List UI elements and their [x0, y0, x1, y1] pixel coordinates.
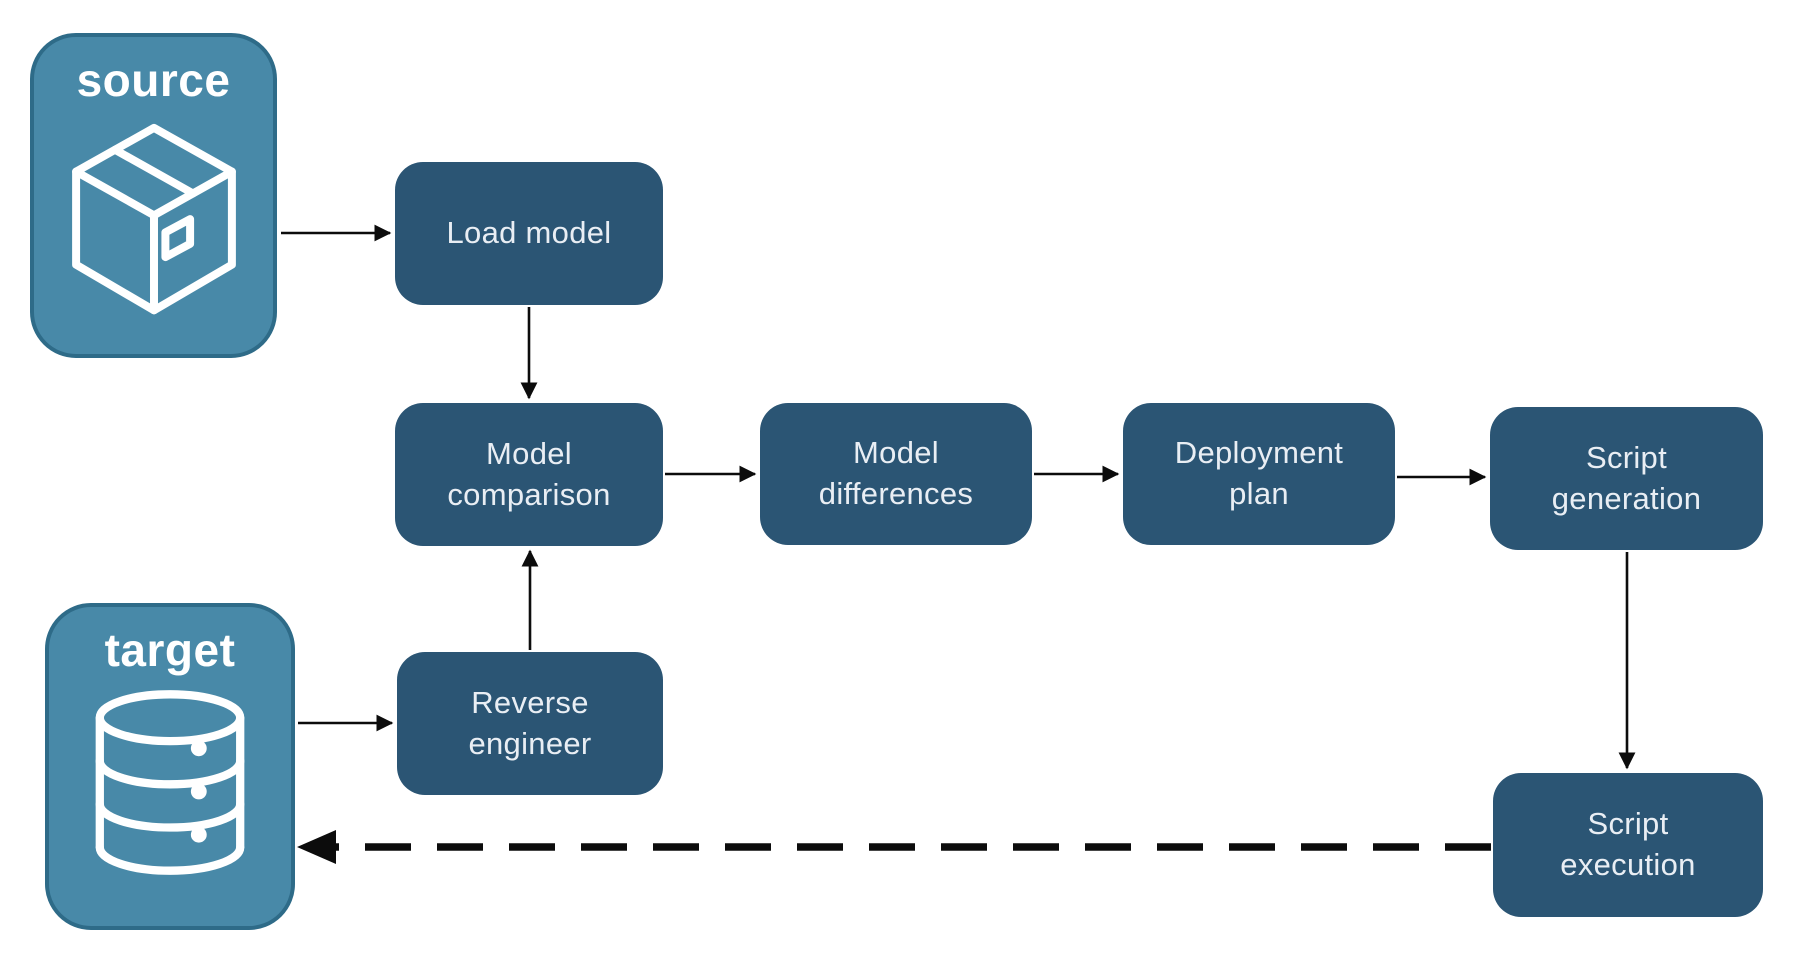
node-script-generation-label-line1: Script — [1585, 439, 1668, 475]
node-model-comparison-label-line2: comparison — [447, 476, 611, 512]
node-reverse-engineer: Reverse engineer — [397, 652, 663, 795]
node-model-differences-label-line1: Model — [853, 435, 939, 471]
package-icon — [71, 123, 236, 315]
node-model-differences: Model differences — [760, 403, 1032, 545]
database-icon — [95, 690, 245, 875]
node-reverse-engineer-label-line2: engineer — [468, 725, 592, 761]
node-deployment-plan-label-line2: plan — [1229, 476, 1289, 511]
node-load-model-label: Load model — [446, 215, 612, 251]
node-script-execution-label-line2: execution — [1560, 847, 1696, 882]
node-reverse-engineer-label-line1: Reverse — [471, 684, 589, 720]
node-deployment-plan-label-line1: Deployment — [1174, 435, 1344, 471]
node-script-generation: Script generation — [1490, 407, 1763, 550]
target-label: target — [104, 624, 236, 676]
edge-script-execution-to-target-arrowhead — [297, 830, 336, 864]
node-model-differences-label-line2: differences — [818, 476, 974, 511]
node-model-comparison-label-line1: Model — [486, 435, 572, 471]
target-node: target — [45, 603, 295, 930]
source-label: source — [76, 54, 231, 106]
node-script-execution-label-line1: Script — [1587, 806, 1669, 842]
node-deployment-plan: Deployment plan — [1123, 403, 1395, 545]
source-node: source — [30, 33, 277, 358]
node-model-comparison: Model comparison — [395, 403, 663, 546]
node-script-execution: Script execution — [1493, 773, 1763, 917]
node-load-model: Load model — [395, 162, 663, 305]
node-script-generation-label-line2: generation — [1551, 480, 1702, 516]
